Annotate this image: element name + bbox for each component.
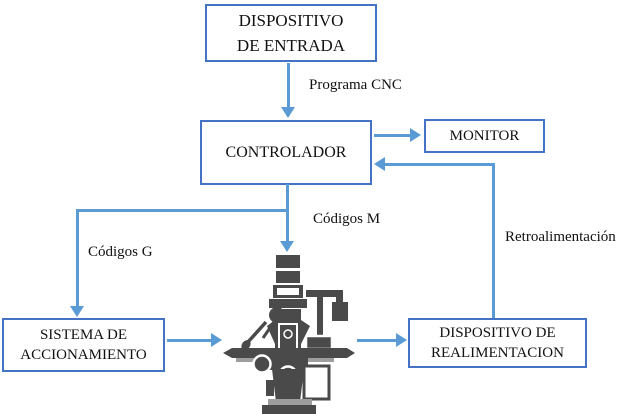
edge-label-codigos-m: Códigos M <box>313 211 381 227</box>
edge-machine-realimentacion-line <box>357 339 397 342</box>
arrowhead-right-icon <box>211 333 222 347</box>
box-sistema-de-accionamiento: SISTEMA DE ACCIONAMIENTO <box>2 318 165 372</box>
box-dispositivo-de-realimentacion: DISPOSITIVO DE REALIMENTACION <box>408 318 587 368</box>
arrowhead-left-icon <box>374 157 385 171</box>
arrowhead-down-icon <box>281 107 295 118</box>
edge-controlador-branch-stem-line <box>286 184 289 212</box>
arrowhead-down-icon <box>70 306 84 317</box>
box-sistema-label-line2: ACCIONAMIENTO <box>20 347 147 363</box>
box-monitor: MONITOR <box>424 119 545 153</box>
edge-branch-to-sistema-line <box>76 209 79 307</box>
box-realimentacion-label-line1: DISPOSITIVO DE <box>439 324 556 341</box>
edge-label-programa-cnc: Programa CNC <box>309 77 402 93</box>
box-realimentacion-label-line2: REALIMENTACION <box>431 345 564 361</box>
box-entrada-label-line1: DISPOSITIVO <box>238 10 344 30</box>
edge-branch-horizontal-line <box>76 209 289 212</box>
edge-feedback-vertical-line <box>492 163 495 318</box>
box-sistema-label-line1: SISTEMA DE <box>39 326 128 343</box>
edge-label-retroalimentacion: Retroalimentación <box>505 229 616 245</box>
box-monitor-label: MONITOR <box>449 127 520 144</box>
arrowhead-down-icon <box>280 241 294 252</box>
edge-label-codigos-g: Códigos G <box>88 244 153 260</box>
edge-branch-to-machine-line <box>286 209 289 242</box>
box-entrada-label-line2: DE ENTRADA <box>236 36 346 55</box>
box-controlador: CONTROLADOR <box>200 120 372 185</box>
arrowhead-right-icon <box>410 128 421 142</box>
edge-controlador-monitor-line <box>374 134 411 137</box>
box-controlador-label: CONTROLADOR <box>225 143 347 161</box>
edge-sistema-machine-line <box>167 339 212 342</box>
box-dispositivo-de-entrada: DISPOSITIVO DE ENTRADA <box>205 4 377 62</box>
milling-machine-icon <box>223 255 355 414</box>
arrowhead-right-icon <box>396 333 407 347</box>
edge-feedback-horizontal-line <box>385 163 495 166</box>
edge-entrada-controlador-line <box>287 63 290 108</box>
